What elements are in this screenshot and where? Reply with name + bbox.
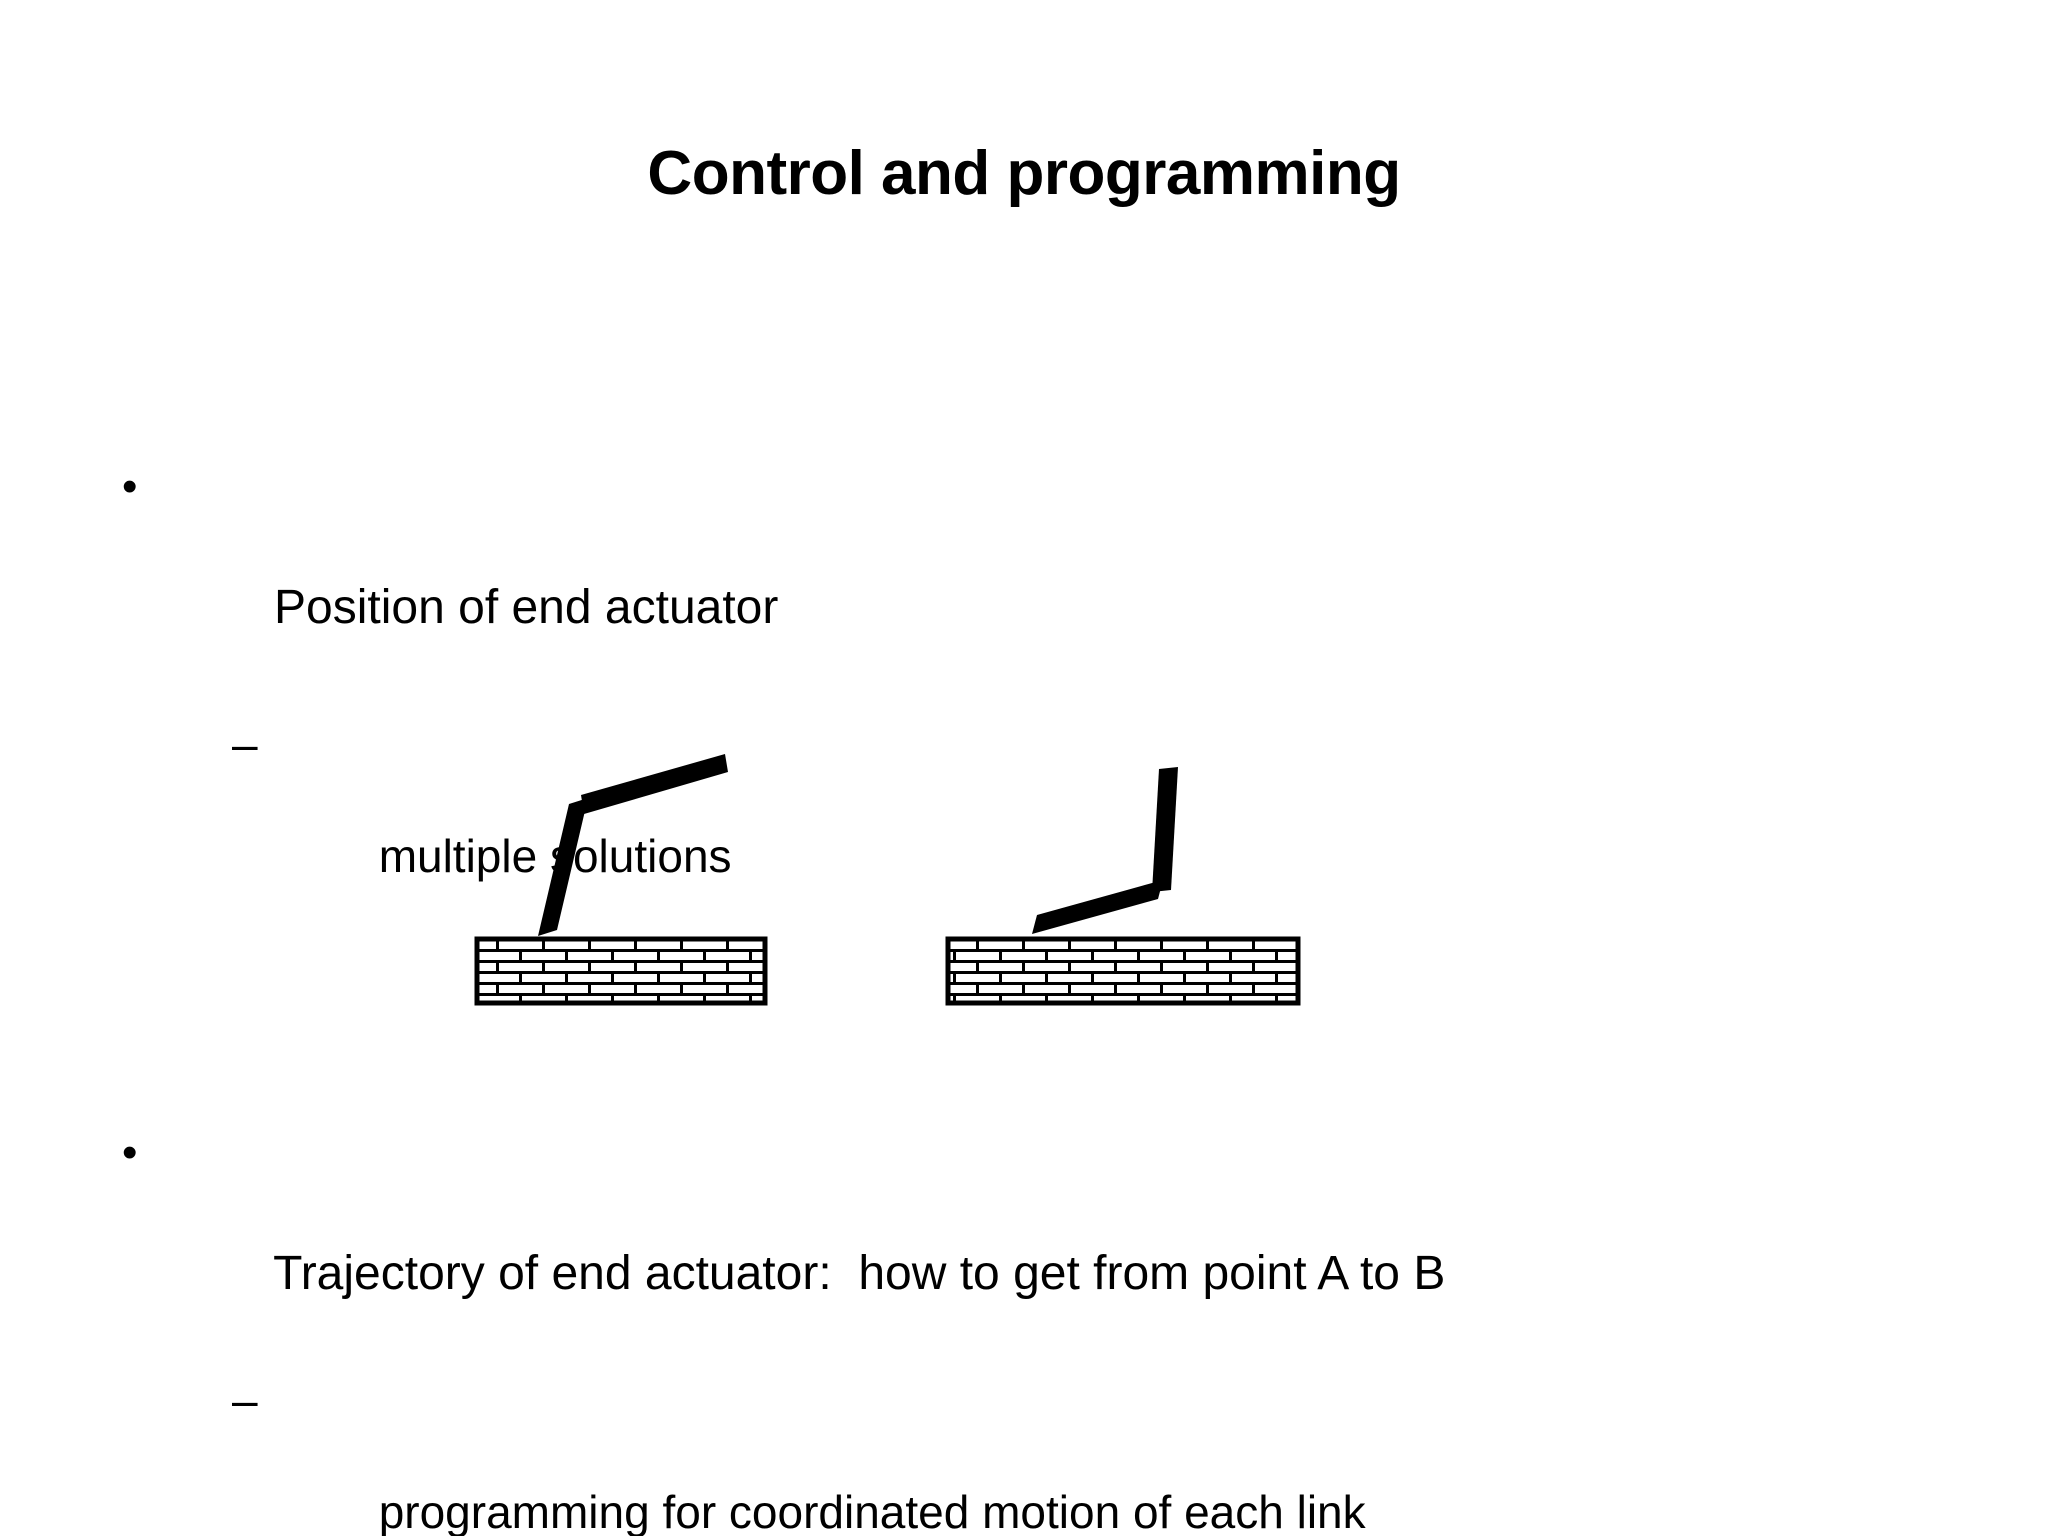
link-lower-left <box>538 798 588 936</box>
link-upper-left <box>581 754 728 814</box>
robot-arm-left-svg <box>474 754 768 1006</box>
bullet-position: • Position of end actuator <box>112 462 1962 696</box>
base-left-brick <box>474 936 768 1006</box>
bullet-dot-icon: • <box>122 462 138 511</box>
bullet-trajectory: • Trajectory of end actuator: how to get… <box>112 1128 1962 1362</box>
base-right-brick <box>945 936 1301 1006</box>
bullet-block-position: • Position of end actuator – multiple so… <box>112 462 1962 941</box>
sub-bullet-dash-icon: – <box>232 1374 258 1427</box>
sub-bullet-multiple-solutions-label: multiple solutions <box>378 830 732 883</box>
link-lower-right <box>1032 880 1163 934</box>
robot-arm-left <box>440 740 840 1030</box>
link-upper-right <box>1152 767 1178 892</box>
sub-bullet-programming: – programming for coordinated motion of … <box>112 1372 1962 1536</box>
robot-arm-right <box>920 740 1350 1030</box>
bullet-block-trajectory: • Trajectory of end actuator: how to get… <box>112 1128 1962 1536</box>
bullet-dot-icon: • <box>122 1128 138 1177</box>
sub-bullet-multiple-solutions: – multiple solutions <box>112 716 1962 940</box>
bullet-trajectory-label: Trajectory of end actuator: how to get f… <box>273 1247 1446 1301</box>
sub-bullet-dash-icon: – <box>232 718 258 771</box>
bullet-position-label: Position of end actuator <box>274 581 779 635</box>
sub-bullet-programming-label: programming for coordinated motion of ea… <box>378 1486 1366 1536</box>
robot-arm-right-svg <box>945 767 1301 1006</box>
page-title: Control and programming <box>647 139 1401 208</box>
